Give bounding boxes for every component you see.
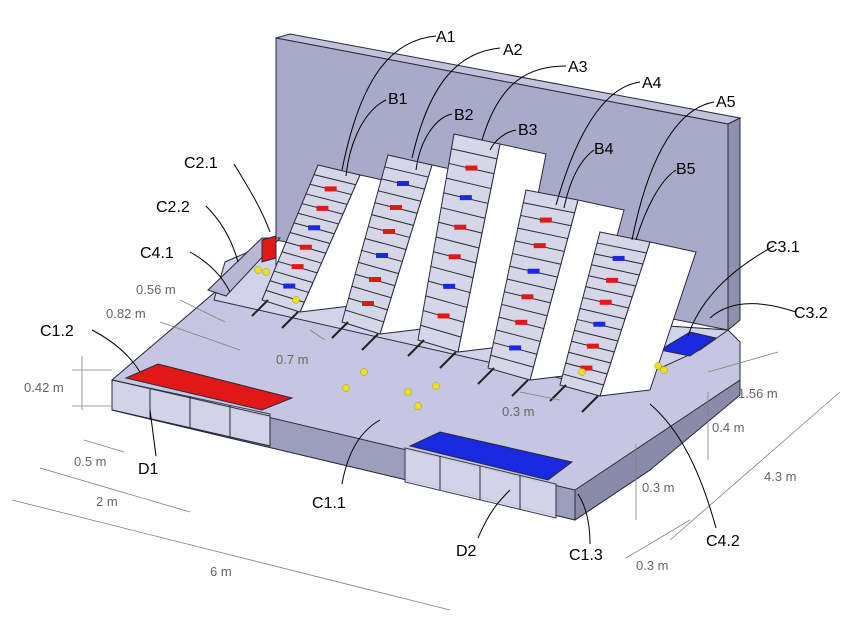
- dim-2: 2 m: [96, 494, 118, 509]
- pedestrian-dot: [292, 296, 300, 304]
- label-c4-1: C4.1: [140, 245, 174, 262]
- label-a3: A3: [568, 59, 588, 76]
- label-b3: B3: [518, 122, 538, 139]
- box-d1: [111, 379, 271, 447]
- component-labels: A1 A2 A3 A4 A5 B1 B2 B3 B4 B5 C2.1 C2.2 …: [40, 29, 828, 564]
- exit-blue-front: [408, 431, 574, 481]
- dim-04: 0.4 m: [712, 420, 745, 435]
- label-a1: A1: [436, 29, 456, 46]
- label-c3-1: C3.1: [766, 239, 800, 256]
- dimension-labels: 0.56 m 0.82 m 0.7 m 0.42 m 0.5 m 2 m 6 m…: [24, 282, 797, 579]
- pedestrian-dot: [654, 362, 662, 370]
- label-a2: A2: [503, 42, 523, 59]
- dim-042: 0.42 m: [24, 380, 64, 395]
- pedestrian-dot: [404, 388, 412, 396]
- label-a4: A4: [642, 75, 662, 92]
- label-b1: B1: [388, 91, 408, 108]
- dim-056: 0.56 m: [136, 282, 176, 297]
- label-b5: B5: [676, 161, 696, 178]
- label-d1: D1: [138, 461, 159, 478]
- dim-43: 4.3 m: [764, 469, 797, 484]
- leader-lines: [91, 35, 797, 545]
- box-d2: [404, 447, 557, 519]
- dim-156: 1.56 m: [738, 386, 778, 401]
- exit-red-front: [124, 363, 294, 411]
- dim-07: 0.7 m: [276, 352, 309, 367]
- dim-05: 0.5 m: [74, 454, 107, 469]
- dim-03-right: 0.3 m: [642, 480, 675, 495]
- label-a5: A5: [716, 94, 736, 111]
- ramp-3: [407, 133, 547, 369]
- dimension-lines: [11, 299, 841, 611]
- pedestrian-dot: [262, 268, 270, 276]
- dim-6: 6 m: [210, 564, 232, 579]
- label-c2-1: C2.1: [184, 155, 218, 172]
- pedestrians-group: [254, 266, 668, 410]
- pedestrian-dot: [432, 382, 440, 390]
- pedestrian-dot: [578, 368, 586, 376]
- pedestrian-dot: [254, 266, 262, 274]
- exit-blue-right: [658, 331, 718, 357]
- label-c2-2: C2.2: [156, 199, 190, 216]
- pedestrian-dot: [360, 368, 368, 376]
- label-d2: D2: [456, 543, 477, 560]
- dim-03-bottom: 0.3 m: [636, 558, 669, 573]
- label-c4-2: C4.2: [706, 533, 740, 550]
- label-b4: B4: [594, 141, 614, 158]
- label-b2: B2: [454, 107, 474, 124]
- pedestrian-dot: [414, 402, 422, 410]
- label-c1-3: C1.3: [569, 547, 603, 564]
- label-c3-2: C3.2: [794, 305, 828, 322]
- dim-03-mid: 0.3 m: [502, 404, 535, 419]
- label-c1-2: C1.2: [40, 323, 74, 340]
- exit-red-top: [261, 235, 277, 263]
- pedestrian-dot: [660, 366, 668, 374]
- pedestrian-dot: [342, 384, 350, 392]
- dim-082: 0.82 m: [106, 306, 146, 321]
- label-c1-1: C1.1: [312, 495, 346, 512]
